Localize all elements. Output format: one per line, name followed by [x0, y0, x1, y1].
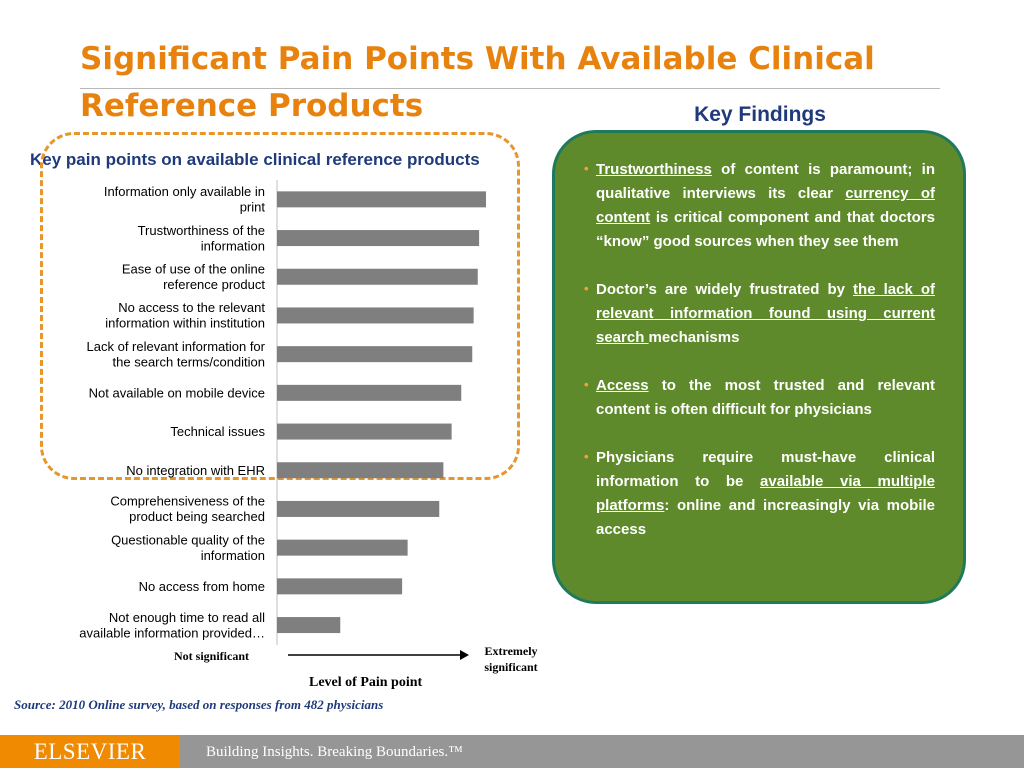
category-label-line: Not enough time to read all: [109, 610, 265, 625]
bar: [277, 268, 478, 285]
key-findings-heading: Key Findings: [694, 103, 826, 126]
category-label: No access from home: [139, 579, 265, 594]
category-label-line: No integration with EHR: [126, 463, 265, 478]
key-findings-panel: [552, 130, 966, 604]
category-label-line: reference product: [163, 277, 265, 292]
bullet-icon: •: [584, 449, 589, 464]
source-note: Source: 2010 Online survey, based on res…: [14, 697, 384, 712]
highlight-dashed-outline: [40, 132, 520, 480]
bar: [277, 230, 480, 247]
bar: [277, 578, 403, 595]
finding-text: to the most trusted and relevant content…: [596, 377, 935, 418]
bullet-icon: •: [584, 161, 589, 176]
slide-title: Significant Pain Points With Available C…: [80, 41, 875, 124]
finding-emphasis: Access: [596, 377, 649, 394]
category-label-line: Ease of use of the online: [122, 262, 265, 277]
finding-item: • Doctor’s are widely frustrated by the l…: [584, 278, 935, 350]
finding-item: • Physicians require must-have clinical i…: [584, 446, 935, 542]
bar: [277, 384, 462, 401]
category-label-line: Not available on mobile device: [89, 385, 265, 400]
bar: [277, 346, 473, 363]
category-label: No integration with EHR: [126, 463, 265, 478]
chart-title: Key pain points on available clinical re…: [30, 150, 480, 169]
bar: [277, 500, 440, 517]
finding-text: is critical component and that doctors “…: [596, 209, 935, 250]
finding-text: Doctor’s are widely frustrated by: [596, 281, 854, 298]
finding-text: Physicians require must-have clinical in…: [596, 449, 935, 490]
bar: [277, 462, 444, 479]
category-label-line: Trustworthiness of the: [138, 223, 265, 238]
category-label-line: Questionable quality of the: [111, 532, 265, 547]
bullet-icon: •: [584, 377, 589, 392]
elsevier-logo: ELSEVIER: [0, 735, 180, 768]
bar: [277, 191, 486, 208]
category-label-line: Technical issues: [170, 424, 265, 439]
footer-tagline: Building Insights. Breaking Boundaries.™: [206, 744, 463, 760]
category-label-line: information: [201, 548, 265, 563]
category-label-line: No access to the relevant: [118, 300, 265, 315]
category-label-line: Information only available in: [104, 184, 265, 199]
bar: [277, 539, 408, 556]
finding-emphasis: currency of content: [596, 185, 935, 226]
x-axis-max-label: Extremely significant: [484, 644, 538, 674]
category-label-line: print: [240, 200, 266, 215]
finding-text: : online and increasingly via mobile acc…: [596, 497, 935, 538]
category-label-line: information: [201, 238, 265, 253]
title-divider: [80, 88, 940, 89]
category-label: Technical issues: [170, 424, 265, 439]
finding-text: of content is paramount; in qualitative …: [596, 161, 935, 202]
finding-text: mechanisms: [648, 329, 740, 346]
category-label-line: available information provided…: [79, 625, 265, 640]
finding-item: • Access to the most trusted and relevant…: [584, 374, 935, 422]
finding-emphasis: the lack of relevant information found u…: [596, 281, 935, 346]
category-label-line: information within institution: [105, 316, 265, 331]
bullet-icon: •: [584, 281, 589, 296]
finding-emphasis: available via multiple platforms: [596, 473, 935, 514]
category-label-line: Comprehensiveness of the: [110, 494, 265, 509]
bar: [277, 423, 452, 440]
x-axis-direction-arrow: [288, 650, 469, 660]
category-label-line: the search terms/condition: [113, 354, 265, 369]
finding-item: • Trustworthiness of content is paramount…: [584, 158, 935, 254]
bar: [277, 617, 341, 634]
category-label-line: Lack of relevant information for: [87, 339, 266, 354]
key-findings-list: • Trustworthiness of content is paramount…: [584, 158, 935, 566]
finding-emphasis: Trustworthiness: [596, 161, 712, 178]
category-label-line: No access from home: [139, 579, 265, 594]
x-axis-title: Level of Pain point: [309, 675, 423, 690]
category-label-line: product being searched: [129, 509, 265, 524]
x-axis-min-label: Not significant: [174, 649, 249, 663]
bar: [277, 307, 474, 324]
category-label: Not available on mobile device: [89, 385, 265, 400]
